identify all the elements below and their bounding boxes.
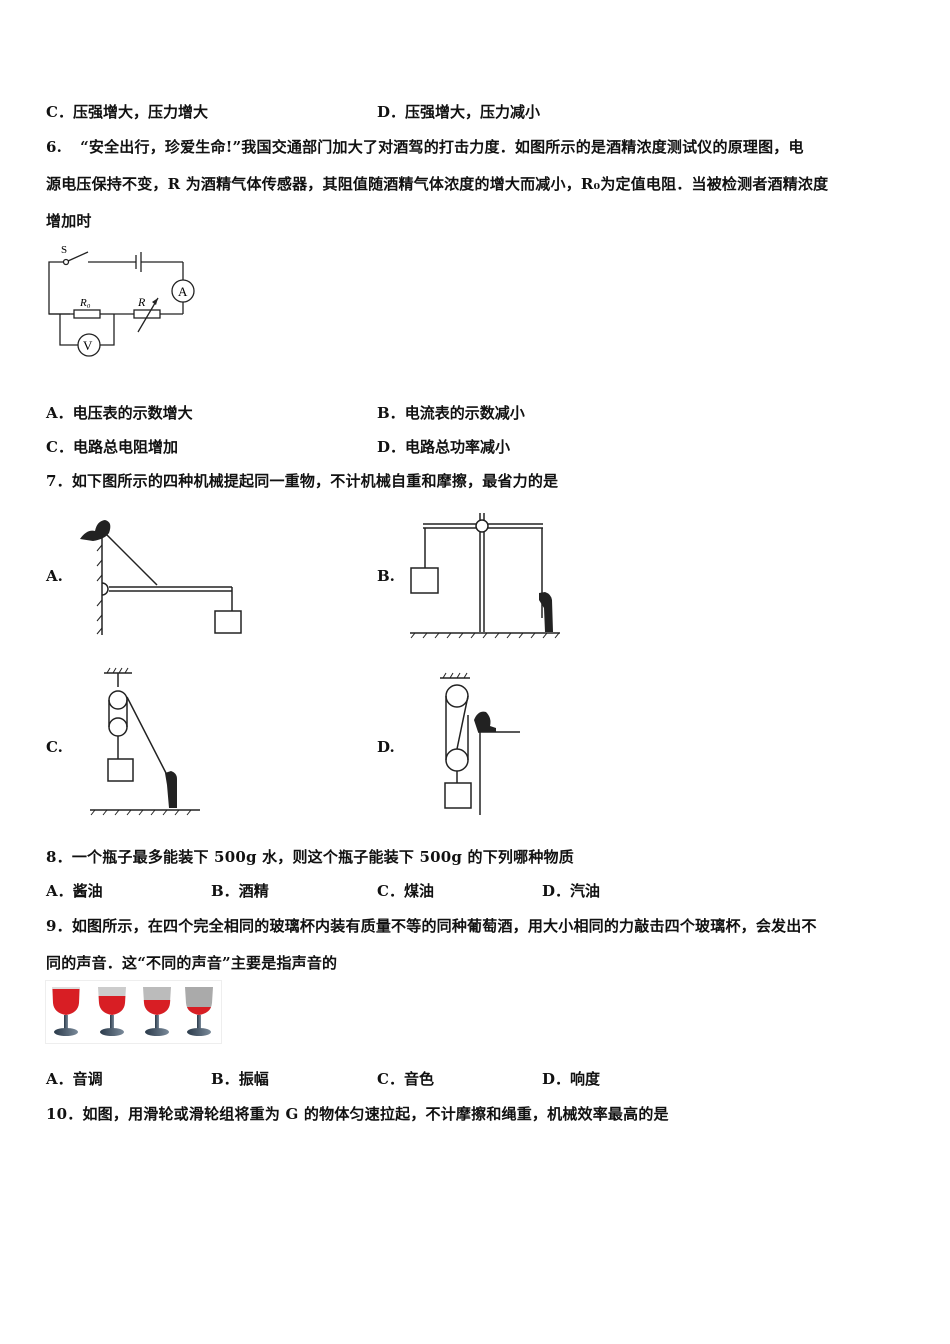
q7-figure-b-label: B. <box>377 567 395 585</box>
q7-figure-c-pulley-block <box>85 665 205 824</box>
q8-option-c: C．煤油 <box>377 882 434 900</box>
switch-label: S <box>61 244 67 256</box>
q7-figure-c-label: C. <box>46 738 63 756</box>
voltmeter-label: V <box>83 338 93 353</box>
q7-stem: 7．如下图所示的四种机械提起同一重物，不计机械自重和摩擦，最省力的是 <box>46 472 559 490</box>
q7-figure-d-pulley-block <box>430 670 530 824</box>
q7-figure-b-wheel-axle <box>405 508 570 642</box>
q7-figure-a-label: A. <box>46 567 63 585</box>
q6-option-a: A．电压表的示数增大 <box>46 404 193 422</box>
q9-option-a: A．音调 <box>46 1070 103 1088</box>
q6-option-c: C．电路总电阻增加 <box>46 438 178 456</box>
q9-wine-glasses-figure <box>45 980 222 1044</box>
q9-option-b: B．振幅 <box>211 1070 269 1088</box>
q7-figure-a-lever <box>75 515 255 644</box>
q9-option-c: C．音色 <box>377 1070 434 1088</box>
q7-figure-d-label: D. <box>377 738 395 756</box>
q6-option-d: D．电路总功率减小 <box>377 438 511 456</box>
q6-stem-line-1: 6.“安全出行，珍爱生命!”我国交通部门加大了对酒驾的打击力度．如图所示的是酒精… <box>46 138 804 156</box>
ammeter-label: A <box>178 284 188 299</box>
q6-stem-line-3: 增加时 <box>46 212 92 230</box>
q5-option-c: C．压强增大，压力增大 <box>46 103 208 121</box>
q8-option-a: A．酱油 <box>46 882 103 900</box>
wine-glass-2 <box>98 987 126 1036</box>
r-label: R <box>137 295 146 309</box>
q6-stem-line-2: 源电压保持不变，R 为酒精气体传感器，其阻值随酒精气体浓度的增大而减小，R₀为定… <box>46 175 829 193</box>
r0-label: R₀ <box>79 297 91 309</box>
q9-stem-line-1: 9．如图所示，在四个完全相同的玻璃杯内装有质量不等的同种葡萄酒，用大小相同的力敲… <box>46 917 817 935</box>
q8-option-d: D．汽油 <box>542 882 601 900</box>
q8-stem: 8．一个瓶子最多能装下 500g 水，则这个瓶子能装下 500g 的下列哪种物质 <box>46 848 574 866</box>
q9-stem-line-2: 同的声音．这“不同的声音”主要是指声音的 <box>46 954 338 972</box>
wine-glass-3 <box>143 987 171 1036</box>
q8-option-b: B．酒精 <box>211 882 269 900</box>
q10-stem: 10．如图，用滑轮或滑轮组将重为 G 的物体匀速拉起，不计摩擦和绳重，机械效率最… <box>46 1105 669 1123</box>
wine-glass-1 <box>52 987 80 1036</box>
q5-option-d: D．压强增大，压力减小 <box>377 103 541 121</box>
wine-glass-4 <box>185 987 213 1036</box>
q6-circuit-diagram: S A V R₀ R <box>40 240 210 365</box>
q6-option-b: B．电流表的示数减小 <box>377 404 525 422</box>
q9-option-d: D．响度 <box>542 1070 601 1088</box>
